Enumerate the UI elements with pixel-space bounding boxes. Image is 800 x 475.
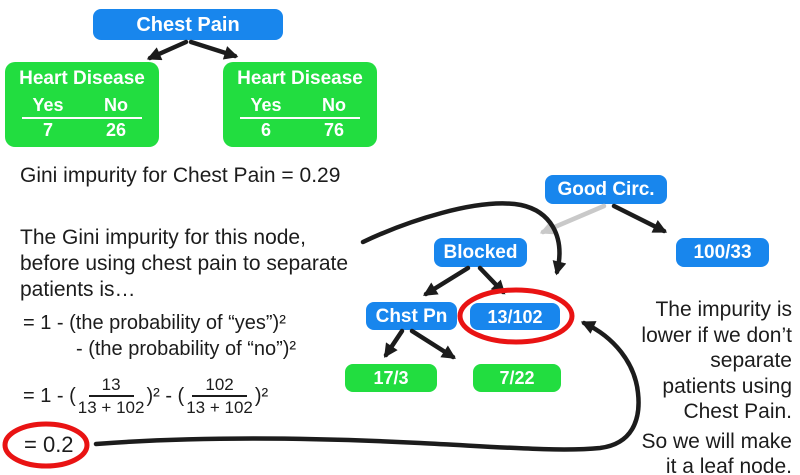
note-line: The impurity is (655, 298, 792, 321)
arrow-goodcirc-to-blocked-gray (539, 203, 607, 235)
note-line: lower if we don’t (641, 323, 792, 347)
gini-explanation-paragraph: The Gini impurity for this node, before … (20, 225, 348, 303)
arrow-chestpain-to-right-table (188, 39, 239, 60)
val-no: 76 (323, 120, 345, 140)
equation-result: = 0.2 (24, 432, 74, 457)
paragraph-line: The Gini impurity for this node, (20, 226, 306, 249)
chest-pain-node: Chest Pain (93, 9, 283, 40)
note-line: separate (710, 349, 792, 372)
equation-prob-yes: = 1 - (the probability of “yes”)² (23, 312, 286, 334)
note-line: Chest Pain. (683, 400, 792, 423)
col-yes: Yes (250, 95, 282, 115)
good-circ-node: Good Circ. (545, 175, 667, 204)
arrow-blocked-to-13-102 (477, 265, 506, 295)
val-yes: 6 (260, 120, 271, 140)
arrow-chstpn-to-17-3 (383, 328, 405, 358)
fraction-numerator: 102 (192, 375, 247, 397)
note-line: patients using (662, 374, 792, 398)
col-no: No (322, 95, 346, 115)
fraction-denominator: 13 + 102 (77, 398, 145, 417)
fraction-denominator: 13 + 102 (186, 398, 253, 417)
impurity-note: The impurity is lower if we don’t separa… (641, 297, 792, 475)
val-yes: 7 (42, 120, 53, 140)
table-header-row: Yes No (22, 95, 142, 119)
col-no: No (104, 95, 128, 115)
leaf-7-22-node: 7/22 (473, 364, 561, 392)
arrow-blocked-to-chstpn (423, 265, 471, 297)
val-no: 26 (105, 120, 127, 140)
table-header-row: Yes No (240, 95, 360, 119)
note-line: it a leaf node. (665, 455, 792, 475)
table-value-row: 6 76 (240, 120, 360, 141)
note-line: So we will make (641, 429, 792, 453)
blocked-node: Blocked (434, 238, 527, 267)
heart-disease-table-right: Heart Disease Yes No 6 76 (223, 62, 377, 147)
fraction-yes: 13 13 + 102 (78, 375, 145, 417)
equation-prob-no: - (the probability of “no”)² (76, 338, 297, 360)
leaf-13-102-node: 13/102 (470, 303, 560, 330)
leaf-17-3-node: 17/3 (345, 364, 437, 392)
table-value-row: 7 26 (22, 120, 142, 141)
frac-mid: )² - ( (146, 384, 185, 407)
leaf-100-33-node: 100/33 (676, 238, 769, 267)
arrow-goodcirc-to-100-33 (611, 203, 668, 234)
arrow-chstpn-to-7-22 (409, 328, 456, 360)
col-yes: Yes (32, 95, 64, 115)
paragraph-line: patients is… (20, 278, 136, 301)
frac-suffix: )² (254, 384, 269, 407)
gini-summary-text: Gini impurity for Chest Pain = 0.29 (20, 164, 341, 187)
fraction-numerator: 13 (88, 375, 134, 397)
table-title: Heart Disease (237, 68, 363, 89)
paragraph-line: before using chest pain to separate (20, 252, 349, 275)
table-title: Heart Disease (19, 68, 145, 89)
fraction-no: 102 13 + 102 (186, 375, 253, 417)
equation-fractions: = 1 - ( 13 13 + 102 )² - ( 102 13 + 102 … (23, 373, 268, 419)
heart-disease-table-left: Heart Disease Yes No 7 26 (5, 62, 159, 147)
arrow-chestpain-to-left-table (146, 39, 189, 61)
frac-prefix: = 1 - ( (23, 384, 76, 407)
chst-pn-node: Chst Pn (366, 302, 457, 330)
